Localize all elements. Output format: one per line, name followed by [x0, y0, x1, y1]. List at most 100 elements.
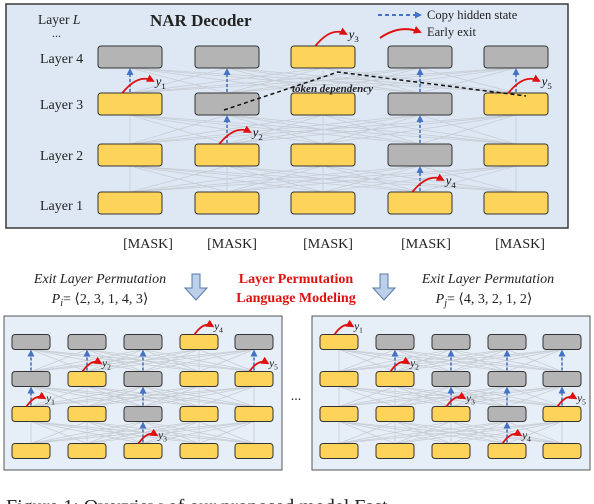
permutation-row: Exit Layer Permutation Pi= ⟨2, 3, 1, 4, … — [33, 272, 554, 309]
right-cell-L4-T4-copied — [487, 334, 527, 350]
mask-input-5: [MASK] — [495, 237, 545, 252]
left-output-label-T1: y1 — [45, 392, 55, 406]
left-cell-L2-T3-copied — [123, 406, 163, 422]
left-connection-line — [142, 386, 255, 407]
main-cell-L3-T2-copied — [194, 92, 260, 116]
right-connection-line — [394, 421, 563, 444]
right-connection-line — [394, 386, 563, 407]
left-cell-L4-T4-active — [179, 334, 219, 350]
right-cell-L3-T4-copied — [487, 371, 527, 387]
left-cell-L3-T5-active — [234, 371, 274, 387]
layer-label-4: Layer 4 — [40, 52, 83, 67]
left-cell-L2-T1-active — [11, 406, 51, 422]
main-output-label-T4: y4 — [444, 172, 457, 190]
left-cells — [11, 334, 274, 459]
right-connection-line — [506, 386, 563, 407]
main-connection-line — [129, 67, 421, 94]
right-cell-L2-T5-active — [542, 406, 582, 422]
main-connection-line — [226, 67, 517, 94]
layer-label-1: Layer 1 — [40, 199, 83, 214]
left-cell-L3-T4-active — [179, 371, 219, 387]
layer-label-L-word: Layer — [38, 12, 73, 27]
legend-exit-label: Early exit — [427, 25, 476, 39]
left-exit-arrow-T5 — [248, 356, 270, 373]
main-connection-line — [419, 114, 517, 145]
left-exit-arrow-T2 — [81, 356, 103, 373]
left-cell-L3-T2-active — [67, 371, 107, 387]
main-cell-L4-T4-copied — [387, 45, 453, 69]
main-cell-L2-T4-copied — [387, 143, 453, 167]
perm-left-title: Exit Layer Permutation — [33, 272, 166, 287]
right-connection-line — [338, 386, 563, 407]
main-connection-line — [129, 67, 517, 94]
left-cell-L3-T1-copied — [11, 371, 51, 387]
perm-right-formula: Pj= ⟨4, 3, 2, 1, 2⟩ — [435, 292, 533, 309]
left-cell-L4-T3-copied — [123, 334, 163, 350]
right-cell-L4-T3-copied — [431, 334, 471, 350]
main-connection-line — [129, 165, 421, 193]
main-cell-L4-T3-active — [290, 45, 356, 69]
perm-right-symbol: P — [435, 292, 445, 307]
main-cell-L4-T1-copied — [97, 45, 163, 69]
right-connection-line — [338, 386, 452, 407]
main-cells — [97, 45, 549, 215]
right-cell-L2-T4-copied — [487, 406, 527, 422]
left-connection-line — [30, 421, 144, 444]
left-connection-line — [30, 349, 88, 372]
left-connection-line — [86, 349, 255, 372]
right-connection-line — [394, 349, 563, 372]
right-cell-L2-T1-active — [319, 406, 359, 422]
right-connection-line — [338, 421, 508, 444]
right-connection-line — [338, 386, 508, 407]
left-connection-line — [86, 386, 255, 407]
left-exit-arrow-T3 — [137, 428, 159, 445]
main-output-label-T5: y5 — [540, 73, 553, 91]
left-output-label-T3: y3 — [157, 429, 167, 443]
right-cell-L2-T3-active — [431, 406, 471, 422]
main-cell-L1-T2-active — [194, 191, 260, 215]
nar-decoder-title: NAR Decoder — [150, 11, 252, 30]
right-cell-L1-T1-active — [319, 443, 359, 459]
left-connection-line — [142, 421, 255, 444]
right-cell-L1-T2-active — [375, 443, 415, 459]
mask-input-1: [MASK] — [123, 237, 173, 252]
main-output-label-T1: y1 — [154, 73, 166, 91]
main-cell-L2-T3-active — [290, 143, 356, 167]
mask-input-4: [MASK] — [401, 237, 451, 252]
main-cell-L1-T4-active — [387, 191, 453, 215]
main-connection-line — [226, 114, 517, 145]
right-connection-line — [338, 421, 563, 444]
right-cells — [319, 334, 582, 459]
left-connection-line — [142, 349, 255, 372]
main-connection-line — [129, 165, 517, 193]
right-connection-line — [506, 421, 563, 444]
layer-label-L: Layer L — [38, 12, 80, 27]
layer-label-3: Layer 3 — [40, 98, 83, 113]
mask-input-2: [MASK] — [207, 237, 257, 252]
perm-left-values: = ⟨2, 3, 1, 4, 3⟩ — [63, 292, 148, 307]
main-exit-arrow-T3 — [314, 27, 348, 47]
left-cell-L4-T5-copied — [234, 334, 274, 350]
main-connection-line — [129, 165, 324, 193]
perm-right-values: = ⟨4, 3, 2, 1, 2⟩ — [447, 292, 532, 307]
right-cell-L4-T5-copied — [542, 334, 582, 350]
main-cell-L4-T5-copied — [483, 45, 549, 69]
right-cell-L4-T1-active — [319, 334, 359, 350]
center-label-line2: Language Modeling — [236, 291, 355, 306]
right-cell-L3-T5-copied — [542, 371, 582, 387]
main-connection-line — [322, 114, 517, 145]
center-label-line1: Layer Permutation — [239, 272, 354, 287]
right-cell-L1-T4-active — [487, 443, 527, 459]
right-connection-line — [506, 349, 563, 372]
main-connection-line — [419, 165, 517, 193]
left-connection-line — [30, 386, 88, 407]
perm-right-title: Exit Layer Permutation — [421, 272, 554, 287]
left-connection-line — [86, 421, 255, 444]
left-exit-arrow-T4 — [193, 319, 215, 336]
perm-left-formula: Pi= ⟨2, 3, 1, 4, 3⟩ — [51, 292, 149, 309]
right-connection-line — [450, 386, 563, 407]
left-cell-L1-T2-active — [67, 443, 107, 459]
main-cell-L4-T2-copied — [194, 45, 260, 69]
legend-copy-label: Copy hidden state — [427, 8, 518, 22]
